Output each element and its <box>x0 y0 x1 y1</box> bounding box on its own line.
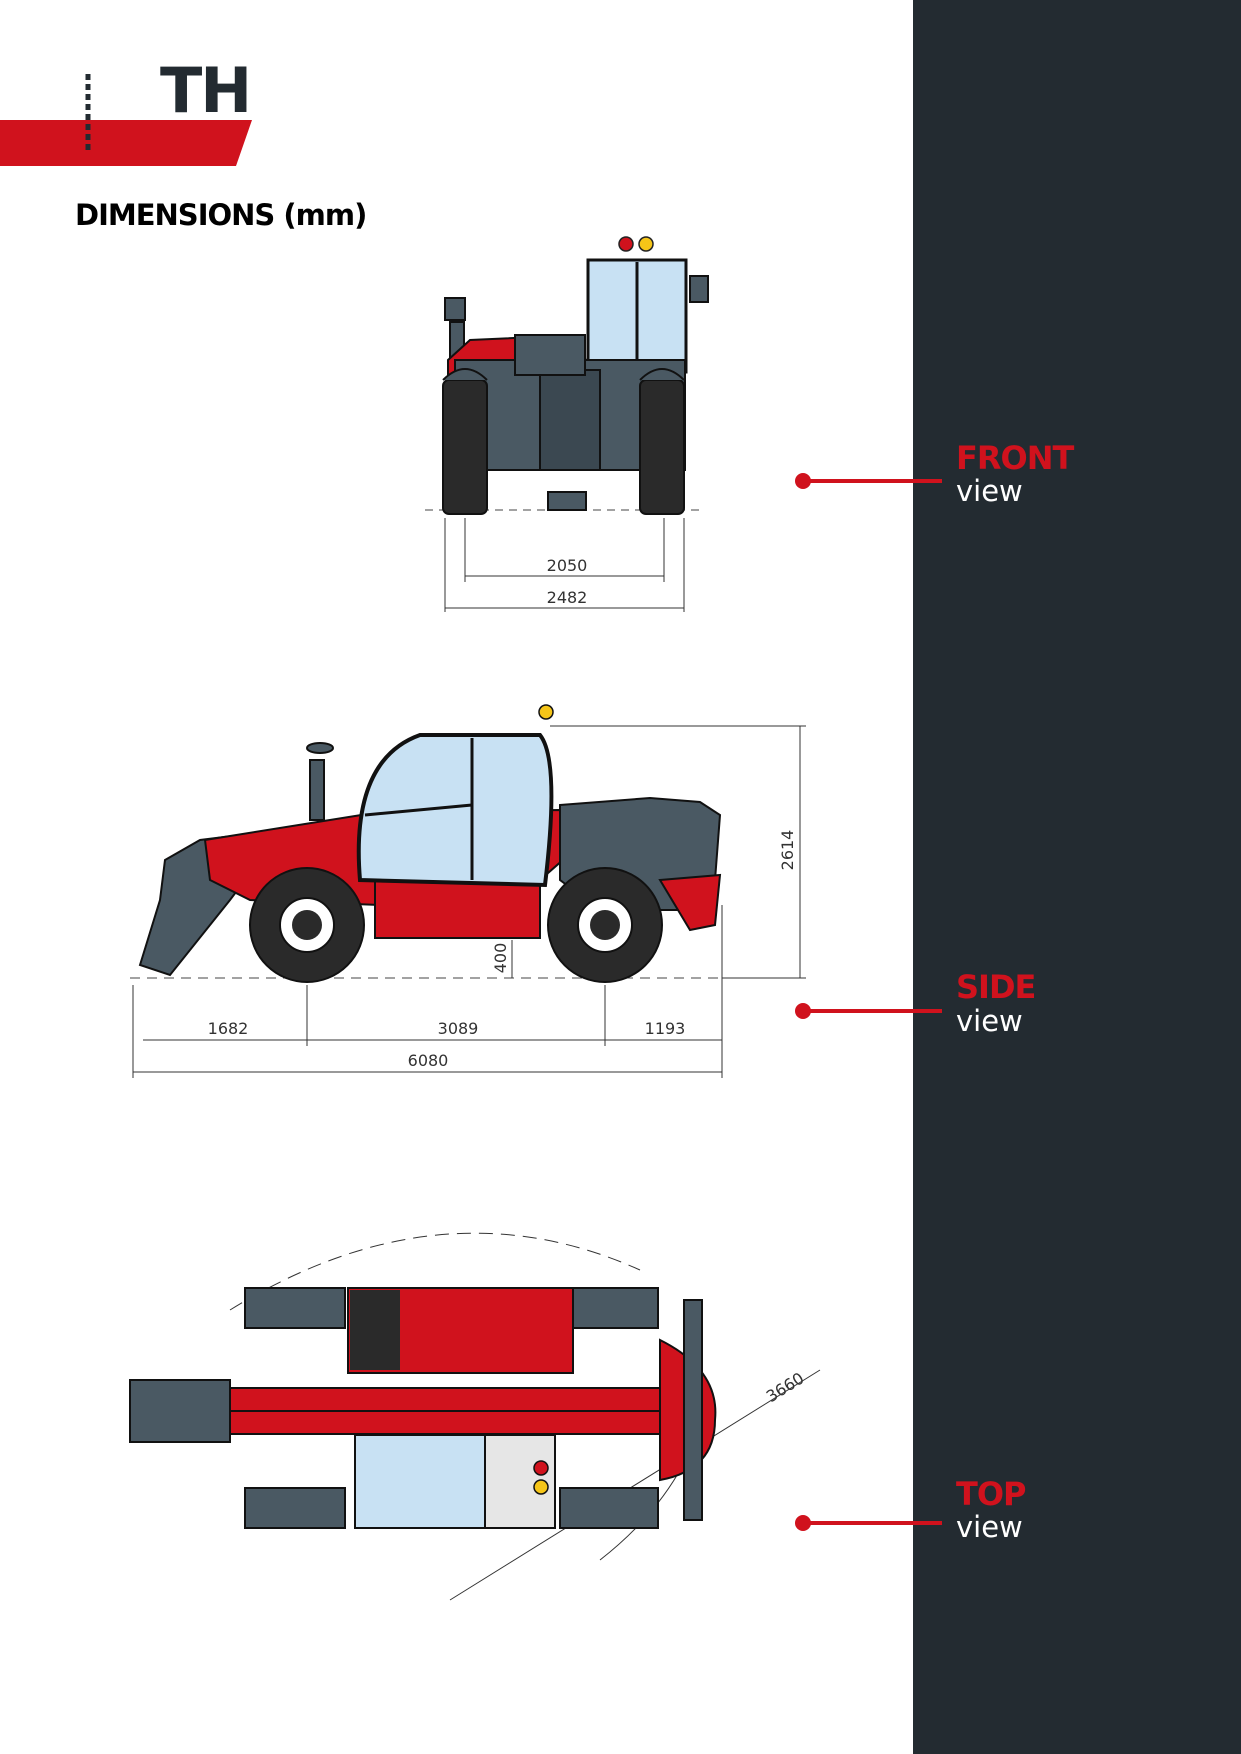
dim-side-clearance: 400 <box>491 943 510 974</box>
dim-top-turning-radius: 3660 <box>763 1368 808 1406</box>
dim-side-rear-overhang: 1193 <box>645 1019 686 1038</box>
dim-side-length: 6080 <box>408 1051 449 1070</box>
top-view-drawing: 3660 <box>129 1232 821 1601</box>
model-code: TH <box>160 54 252 127</box>
top-view-marker <box>795 1515 942 1531</box>
top-view-label: TOP <box>956 1475 1026 1513</box>
front-view-marker <box>795 473 942 489</box>
front-view-sub: view <box>956 474 1023 508</box>
dim-front-track: 2050 <box>547 556 588 575</box>
top-view-sub: view <box>956 1510 1023 1544</box>
dim-side-front-overhang: 1682 <box>208 1019 249 1038</box>
side-view-sub: view <box>956 1004 1023 1038</box>
front-view-label: FRONT <box>956 439 1074 477</box>
dim-side-height: 2614 <box>778 830 797 871</box>
dim-front-width: 2482 <box>547 588 588 607</box>
side-view-marker <box>795 1003 942 1019</box>
side-view-label: SIDE <box>956 968 1036 1006</box>
section-title: DIMENSIONS (mm) <box>75 198 367 232</box>
brand-red-bar <box>0 74 252 166</box>
front-view-drawing: 2050 2482 <box>425 236 709 612</box>
sidebar-panel <box>913 0 1241 1754</box>
dim-side-wheelbase: 3089 <box>438 1019 479 1038</box>
side-view-drawing: 2614 400 1682 3089 1193 6080 <box>130 704 806 1078</box>
